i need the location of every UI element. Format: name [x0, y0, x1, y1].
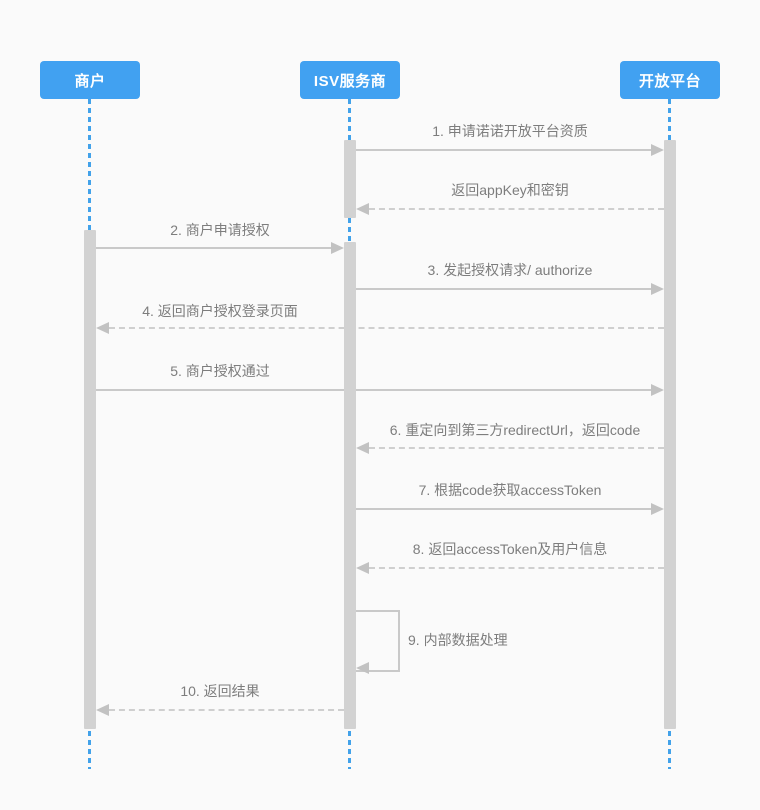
message-2-arrowhead-left-icon [356, 203, 369, 215]
message-9-line [369, 567, 664, 569]
lifeline-merchant-top [88, 99, 91, 230]
message-4-arrowhead-right-icon [651, 283, 664, 295]
message-10-arrowhead-left-icon [356, 662, 369, 674]
message-6-arrowhead-right-icon [651, 384, 664, 396]
message-11-label: 10. 返回结果 [180, 683, 260, 699]
message-2-label: 返回appKey和密钥 [451, 182, 569, 198]
message-1-arrowhead-right-icon [651, 144, 664, 156]
actor-open-platform-label: 开放平台 [638, 72, 701, 90]
message-3-arrowhead-right-icon [331, 242, 344, 254]
message-5-label: 4. 返回商户授权登录页面 [142, 303, 298, 319]
actor-isv-label: ISV服务商 [313, 72, 387, 90]
message-7-label: 6. 重定向到第三方redirectUrl，返回code [389, 422, 641, 438]
message-10-label: 9. 内部数据处理 [408, 632, 508, 648]
message-1-label: 1. 申请诺诺开放平台资质 [432, 123, 588, 139]
lifeline-merchant-bottom [88, 731, 91, 769]
message-8-line [356, 508, 652, 510]
message-7-arrowhead-left-icon [356, 442, 369, 454]
message-8-arrowhead-right-icon [651, 503, 664, 515]
message-4-line [356, 288, 652, 290]
message-1-line [356, 149, 652, 151]
message-3-label: 2. 商户申请授权 [170, 222, 270, 238]
actor-merchant-label: 商户 [74, 72, 106, 90]
message-9-label: 8. 返回accessToken及用户信息 [412, 541, 608, 557]
message-11-arrowhead-left-icon [96, 704, 109, 716]
message-3-line [96, 247, 331, 249]
message-9-arrowhead-left-icon [356, 562, 369, 574]
message-2-line [369, 208, 664, 210]
lifeline-open-platform-bottom [668, 731, 671, 769]
lifeline-isv-bottom [348, 731, 351, 769]
activation-bar-merchant [84, 230, 96, 729]
message-5-line [109, 327, 664, 329]
lifeline-isv-top [348, 99, 351, 140]
actor-merchant: 商户 [40, 61, 140, 99]
message-5-arrowhead-left-icon [96, 322, 109, 334]
message-4-label: 3. 发起授权请求/ authorize [427, 262, 593, 278]
message-6-line [96, 389, 651, 391]
lifeline-isv-middle [348, 218, 351, 242]
message-8-label: 7. 根据code获取accessToken [418, 482, 602, 498]
actor-open-platform: 开放平台 [620, 61, 720, 99]
activation-bar-open-platform [664, 140, 676, 729]
message-6-label: 5. 商户授权通过 [170, 363, 270, 379]
activation-bar-isv-2 [344, 242, 356, 729]
message-11-line [109, 709, 344, 711]
actor-isv: ISV服务商 [300, 61, 400, 99]
lifeline-open-platform-top [668, 99, 671, 140]
activation-bar-isv-1 [344, 140, 356, 218]
message-10-self-loop [356, 610, 400, 672]
message-7-line [369, 447, 664, 449]
